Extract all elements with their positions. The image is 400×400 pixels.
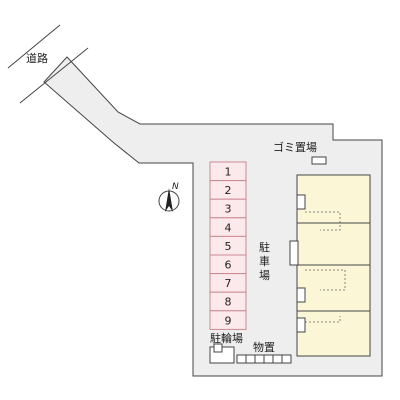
parking-space-number: 3 [225,203,232,216]
storage-units [236,354,292,364]
storage-label: 物置 [253,340,275,354]
parking-space-number: 7 [225,277,232,290]
storage-unit [272,354,283,364]
parking-space-number: 1 [225,166,232,179]
parking-space-number: 6 [225,259,232,272]
parking-space-number: 5 [225,240,232,253]
road-label: 道路 [26,51,48,65]
parking-space [209,310,247,330]
storage-unit [263,354,274,364]
road-line-right [19,47,89,104]
bicycle-label: 駐輪場 [210,331,243,345]
road-line-left [7,24,61,69]
storage-unit [245,354,256,364]
storage-unit [254,354,265,364]
parking-label-1: 駐 [259,240,270,254]
parking-column: 1 2 3 4 5 6 7 8 9 [209,161,247,330]
storage-unit [281,354,292,364]
parking-space-number: 4 [225,221,232,234]
north-label: N [172,182,179,192]
parking-space-number: 9 [225,314,232,327]
parking-label-2: 車 [259,254,270,268]
parking-space-number: 2 [225,184,232,197]
storage-unit [236,354,247,364]
building [289,174,371,357]
garbage-label: ゴミ置場 [273,140,317,154]
garbage-box [311,156,327,165]
parking-space-number: 8 [225,296,232,309]
north-compass-icon: N [158,182,180,212]
bicycle-inner [213,343,223,353]
parking-label-3: 場 [259,269,270,282]
